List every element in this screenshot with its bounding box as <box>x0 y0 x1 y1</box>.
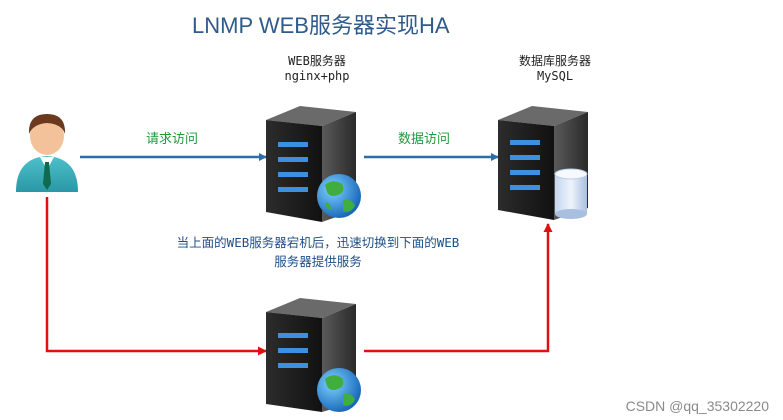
failover-note-line1: 当上面的WEB服务器宕机后，迅速切换到下面的WEB <box>176 235 460 250</box>
backup-globe-icon <box>317 368 361 412</box>
database-icon <box>554 168 588 219</box>
web-server-name: WEB服务器 <box>288 54 346 68</box>
web-server-stack: nginx+php <box>284 69 350 83</box>
globe-icon <box>317 174 361 218</box>
watermark: CSDN @qq_35302220 <box>625 398 769 414</box>
failover-note-line2: 服务器提供服务 <box>274 254 362 269</box>
data-access-label: 数据访问 <box>398 132 451 147</box>
request-label: 请求访问 <box>146 132 199 147</box>
failover-data-arrow <box>364 223 553 353</box>
failover-note: 当上面的WEB服务器宕机后，迅速切换到下面的WEB 服务器提供服务 <box>128 233 508 271</box>
db-server-name: 数据库服务器 <box>518 54 591 68</box>
db-server-engine: MySQL <box>536 69 574 83</box>
user-icon <box>16 114 78 192</box>
diagram-title: LNMP WEB服务器实现HA <box>192 13 450 38</box>
failover-request-arrow <box>45 197 267 356</box>
db-server-label: 数据库服务器 MySQL <box>500 54 610 84</box>
web-server-label: WEB服务器 nginx+php <box>282 54 352 84</box>
